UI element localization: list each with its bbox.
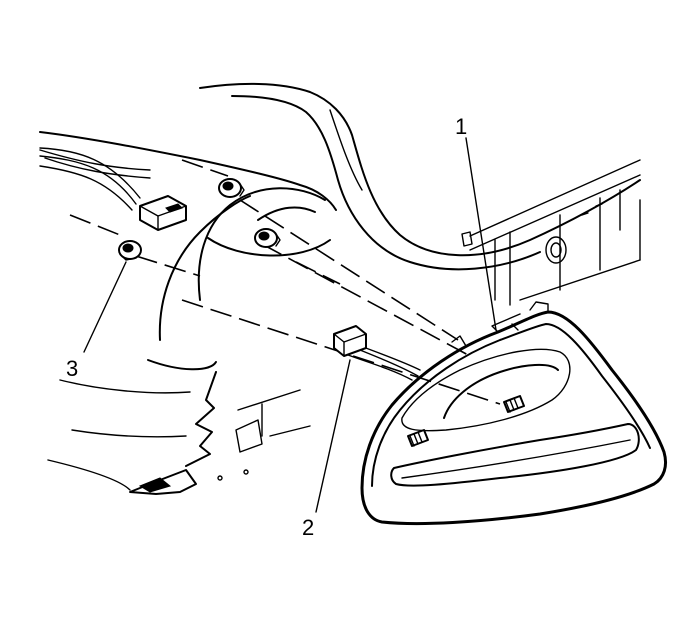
- lamp-stud-lower: [407, 429, 429, 447]
- leader-lines: [83, 137, 497, 513]
- quarter-panel: [39, 131, 337, 371]
- mounting-nut-upper: [218, 178, 245, 198]
- harness-connector-upper: [139, 195, 187, 231]
- callout-2-label: 2: [302, 515, 314, 540]
- tail-lamp-assembly: [360, 301, 668, 526]
- lamp-connector: [333, 325, 367, 357]
- rear-body-panel: [199, 82, 641, 306]
- mounting-nut: [118, 240, 142, 261]
- callout-1-label: 1: [455, 114, 467, 139]
- lower-body: [47, 371, 311, 495]
- lamp-stud-upper: [503, 395, 525, 413]
- mounting-nut-middle: [254, 228, 281, 248]
- callout-3-label: 3: [66, 356, 78, 381]
- alignment-lines: [69, 159, 501, 405]
